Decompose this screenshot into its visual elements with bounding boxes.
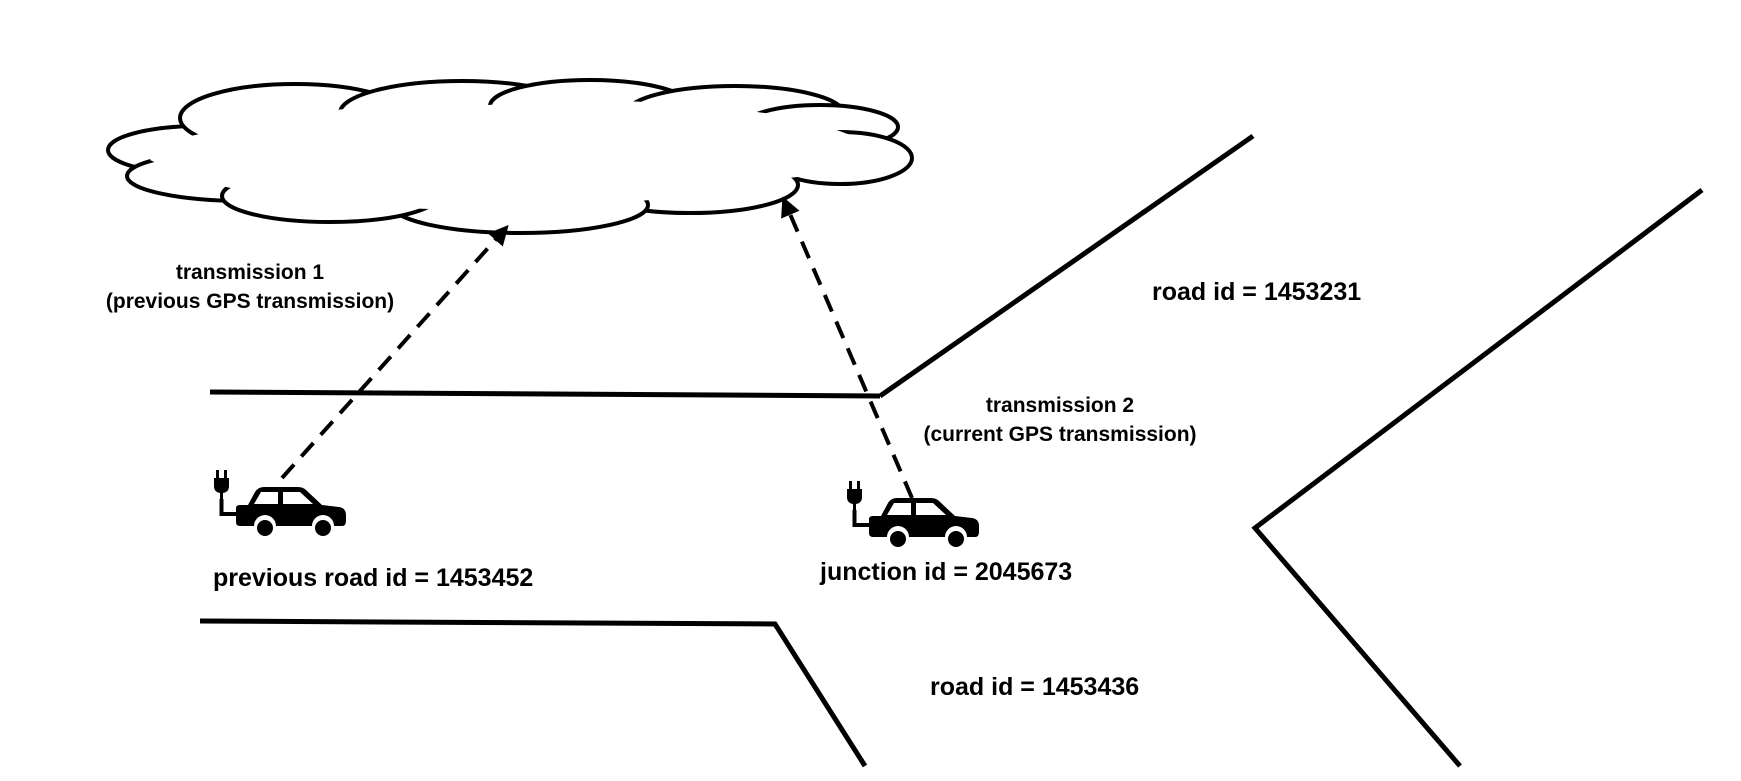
electric-car-icon-current: [847, 481, 981, 551]
electric-car-icon-previous: [214, 470, 348, 540]
transmission-1-title: transmission 1: [175, 261, 325, 284]
road-edge-upper: [209, 389, 881, 399]
road-id-upper-right: road id = 1453231: [1152, 278, 1362, 306]
road-edge-upper-right: [878, 133, 1255, 399]
cloud-icon: [106, 78, 914, 235]
junction-id: junction id = 2045673: [820, 558, 1073, 586]
road-edge-lower: [199, 618, 868, 768]
transmission-2-subtitle: (current GPS transmission): [923, 423, 1197, 446]
transmission-2-title: transmission 2: [985, 394, 1135, 417]
transmission-2-arrow: [781, 196, 914, 499]
transmission-1-label: transmission 1 (previous GPS transmissio…: [60, 258, 440, 316]
road-edge-far-right: [1251, 188, 1704, 768]
road-network: [199, 133, 1704, 768]
road-id-lower: road id = 1453436: [930, 673, 1140, 701]
transmission-1-subtitle: (previous GPS transmission): [105, 290, 395, 313]
transmission-2-label: transmission 2 (current GPS transmission…: [870, 391, 1250, 449]
previous-road-id: previous road id = 1453452: [213, 564, 534, 592]
